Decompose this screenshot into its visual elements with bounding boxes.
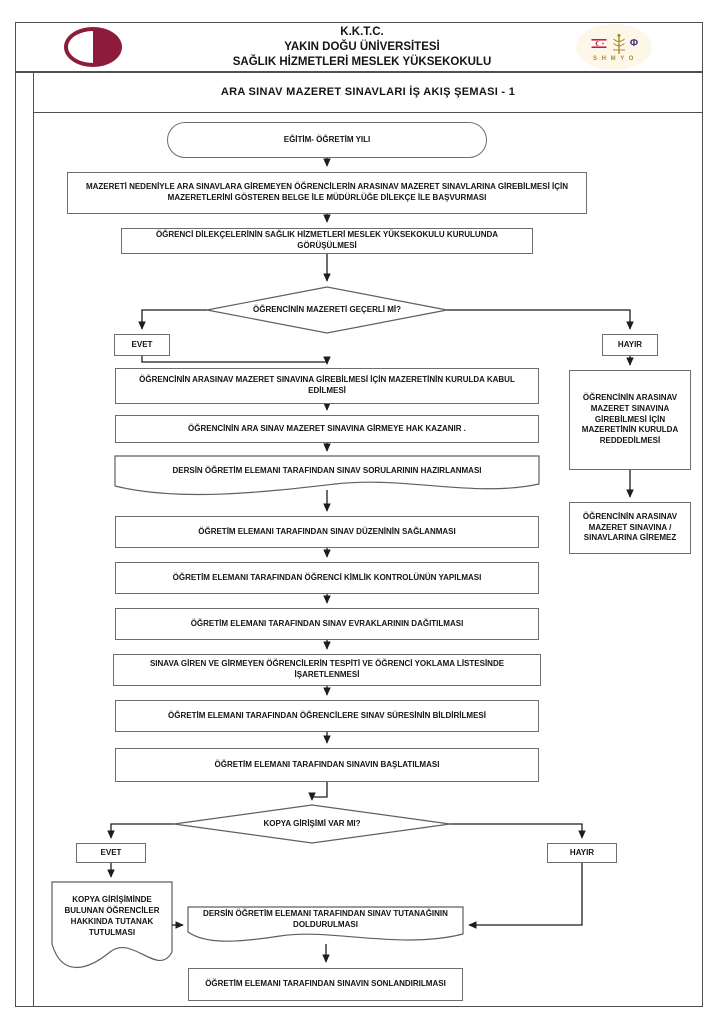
branch-no-2: HAYIR	[547, 843, 617, 863]
document-shape-questions	[114, 455, 540, 496]
school-logo-emblems: Φ	[589, 33, 639, 55]
school-logo-letters: S H M Y O	[593, 55, 635, 62]
university-logo	[64, 27, 122, 67]
header-text: K.K.T.C. YAKIN DOĞU ÜNİVERSİTESİ SAĞLIK …	[182, 25, 542, 70]
branch-yes-2: EVET	[76, 843, 146, 863]
content-frame	[15, 72, 703, 1007]
left-margin-line	[33, 72, 34, 1007]
decision-excuse-valid-label: ÖĞRENCİNİN MAZERETİ GEÇERLİ Mİ?	[253, 304, 401, 314]
start-terminator: EĞİTİM- ÖĞRETİM YILI	[167, 122, 487, 158]
neu-symbol-icon: Φ	[629, 37, 639, 49]
step-start-exam: ÖĞRETİM ELEMANI TARAFINDAN SINAVIN BAŞLA…	[115, 748, 539, 782]
step-id-check: ÖĞRETİM ELEMANI TARAFINDAN ÖĞRENCİ KİMLİ…	[115, 562, 539, 594]
document-shape-exam-minutes	[187, 906, 464, 942]
branch-no-1: HAYIR	[602, 334, 658, 356]
step-apply-with-petition: MAZERETİ NEDENİYLE ARA SINAVLARA GİREMEY…	[67, 172, 587, 214]
page-title: ARA SINAV MAZERET SINAVLARI İŞ AKIŞ ŞEMA…	[220, 86, 516, 98]
trnc-flag-icon	[589, 38, 608, 49]
school-logo: Φ S H M Y O	[576, 24, 652, 70]
step-gains-right: ÖĞRENCİNİN ARA SINAV MAZERET SINAVINA Gİ…	[115, 415, 539, 443]
step-excuse-rejected: ÖĞRENCİNİN ARASINAV MAZERET SINAVINA GİR…	[569, 370, 691, 470]
title-divider-line	[33, 112, 703, 113]
step-excuse-accepted: ÖĞRENCİNİN ARASINAV MAZERET SINAVINA GİR…	[115, 368, 539, 404]
step-exam-order: ÖĞRETİM ELEMANI TARAFINDAN SINAV DÜZENİN…	[115, 516, 539, 548]
step-end-exam: ÖĞRETİM ELEMANI TARAFINDAN SINAVIN SONLA…	[188, 968, 463, 1001]
caduceus-icon	[612, 33, 625, 54]
document-exam-minutes-label: DERSİN ÖĞRETİM ELEMANI TARAFINDAN SINAV …	[203, 909, 448, 929]
step-cannot-enter: ÖĞRENCİNİN ARASINAV MAZERET SINAVINA / S…	[569, 502, 691, 554]
header-country: K.K.T.C.	[340, 26, 384, 38]
document-shape-cheating-report	[51, 881, 173, 969]
header-university: YAKIN DOĞU ÜNİVERSİTESİ	[284, 40, 440, 53]
header-box	[15, 22, 703, 72]
branch-yes-1: EVET	[114, 334, 170, 356]
step-announce-duration: ÖĞRETİM ELEMANI TARAFINDAN ÖĞRENCİLERE S…	[115, 700, 539, 732]
step-board-review: ÖĞRENCİ DİLEKÇELERİNİN SAĞLIK HİZMETLERİ…	[121, 228, 533, 254]
step-attendance: SINAVA GİREN VE GİRMEYEN ÖĞRENCİLERİN TE…	[113, 654, 541, 686]
decision-cheating-label: KOPYA GİRİŞİMİ VAR MI?	[263, 818, 361, 828]
step-distribute-papers: ÖĞRETİM ELEMANI TARAFINDAN SINAV EVRAKLA…	[115, 608, 539, 640]
document-questions-label: DERSİN ÖĞRETİM ELEMANI TARAFINDAN SINAV …	[172, 465, 482, 475]
document-cheating-report-label: KOPYA GİRİŞİMİNDE BULUNAN ÖĞRENCİLER HAK…	[64, 895, 160, 937]
header-school: SAĞLIK HİZMETLERİ MESLEK YÜKSEKOKULU	[232, 55, 492, 68]
